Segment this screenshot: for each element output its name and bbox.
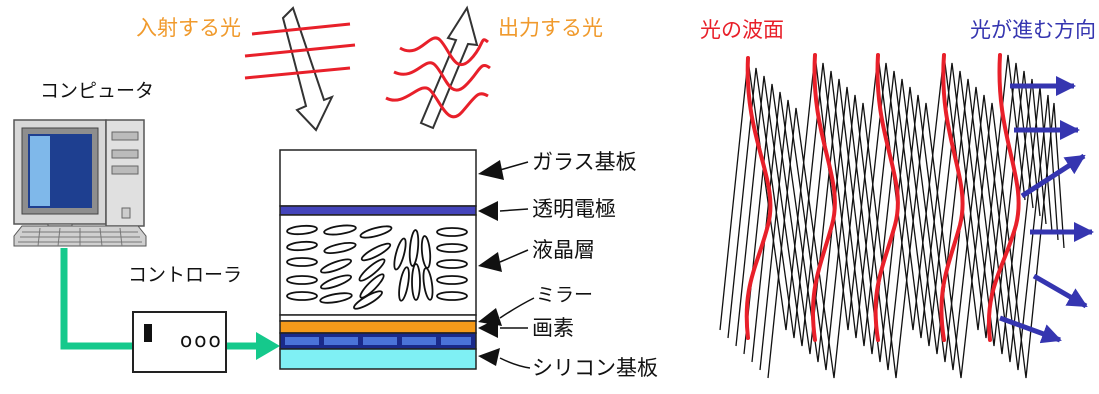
propagation-label: 光が進む方向 xyxy=(970,18,1096,42)
output-light-arrow xyxy=(419,5,479,130)
computer-label: コンピュータ xyxy=(40,80,155,102)
cable xyxy=(60,248,258,350)
cable-arrowhead xyxy=(256,332,280,360)
controller-box xyxy=(132,311,227,373)
device-stack xyxy=(279,149,477,370)
layer-liquid-crystal: 液晶層 xyxy=(532,238,595,262)
incident-light-rays xyxy=(244,22,356,80)
layer-glass-substrate: ガラス基板 xyxy=(532,150,637,174)
layer-pixel: 画素 xyxy=(532,316,574,340)
incident-light-label: 入射する光 xyxy=(136,16,241,40)
output-light-waves xyxy=(385,36,491,119)
computer xyxy=(13,119,147,247)
output-light-label: 出力する光 xyxy=(498,16,603,40)
layer-mirror: ミラー xyxy=(536,284,594,306)
wavefront-sheets xyxy=(719,54,1065,379)
incident-light-arrow xyxy=(281,6,334,132)
wavefront-red-lines xyxy=(744,53,1021,342)
layer-silicon-substrate: シリコン基板 xyxy=(532,356,658,380)
layer-transparent-electrode: 透明電極 xyxy=(532,197,616,221)
propagation-arrows xyxy=(999,76,1094,344)
layer-pointers xyxy=(478,160,535,369)
controller-label: コントローラ xyxy=(128,264,243,286)
wavefront-label: 光の波面 xyxy=(700,18,784,42)
controller-indicator: ooo xyxy=(180,328,223,352)
